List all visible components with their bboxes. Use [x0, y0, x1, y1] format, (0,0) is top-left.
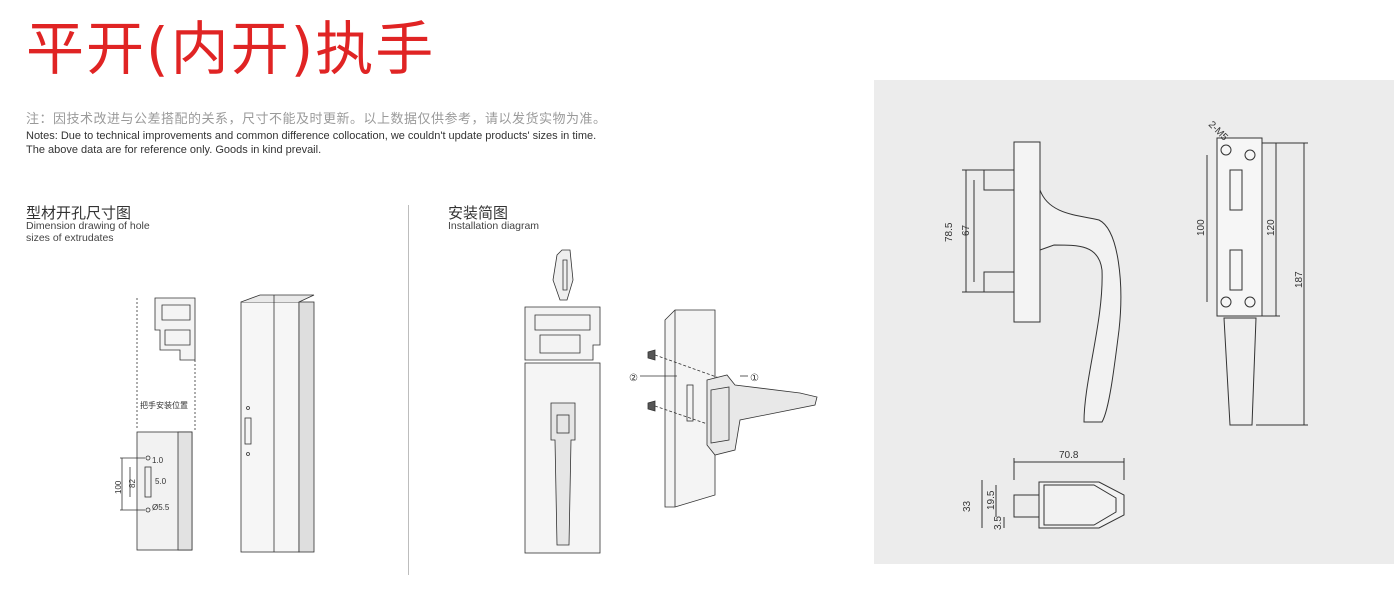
install-section-title: 安装简图	[448, 204, 509, 222]
dim-70-8: 70.8	[1059, 450, 1079, 461]
hole-subtitle-line-1: Dimension drawing of hole	[26, 220, 150, 232]
dim-187: 187	[1294, 271, 1305, 288]
handle-position-label: 把手安装位置	[140, 400, 188, 410]
dim-3-5: 3.5	[993, 516, 1004, 530]
dim-120: 120	[1266, 219, 1277, 236]
hole-section-title: 型材开孔尺寸图	[26, 204, 132, 222]
product-drawing-panel	[874, 80, 1394, 564]
dim-78-5: 78.5	[944, 222, 955, 242]
dim-5-0: 5.0	[155, 477, 167, 486]
note-english-line-1: Notes: Due to technical improvements and…	[26, 130, 597, 142]
dim-100-front: 100	[1196, 219, 1207, 236]
install-section-subtitle: Installation diagram	[448, 220, 540, 232]
dim-5-5: Ø5.5	[152, 503, 170, 512]
hole-dimension-drawing: 把手安装位置 1.0 5.0 Ø5.5 100 82	[114, 294, 315, 553]
hole-section-subtitle: Dimension drawing of hole sizes of extru…	[26, 220, 150, 244]
dim-19-5: 19.5	[986, 490, 997, 510]
callout-1: ①	[750, 373, 759, 384]
dim-33: 33	[962, 500, 973, 512]
dim-67: 67	[961, 224, 972, 236]
hole-subtitle-line-2: sizes of extrudates	[26, 232, 114, 244]
note-english-line-2: The above data are for reference only. G…	[26, 144, 322, 156]
installation-drawing: ① ②	[524, 249, 818, 554]
dim-82: 82	[128, 479, 137, 488]
note-chinese: 注：因技术改进与公差搭配的关系，尺寸不能及时更新。以上数据仅供参考，请以发货实物…	[26, 112, 607, 127]
dim-1-0: 1.0	[152, 456, 164, 465]
product-technical-drawing: 78.5 67 100 120 187 2-M5 70.8 33 19.5 3.…	[944, 119, 1308, 530]
page-title: 平开(内开)执手	[26, 15, 436, 83]
callout-2: ②	[629, 373, 638, 384]
dim-100: 100	[114, 480, 123, 494]
note-english: Notes: Due to technical improvements and…	[26, 129, 596, 157]
section-divider	[408, 205, 409, 575]
